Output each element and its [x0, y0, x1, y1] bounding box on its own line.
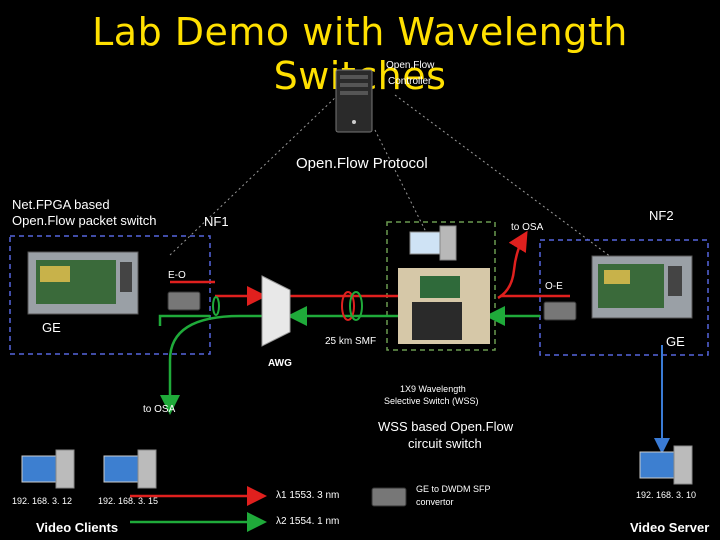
fiber-coil-icon: [341, 291, 363, 321]
lambda2-label: λ2 1554. 1 nm: [276, 516, 340, 527]
red-path: [130, 230, 570, 506]
ge-right-label: GE: [666, 334, 685, 349]
netfpga-pc-right-icon: [591, 255, 693, 319]
awg-icon: [261, 275, 291, 347]
lambda1-label: λ1 1553. 3 nm: [276, 490, 340, 501]
protocol-label: Open.Flow Protocol: [296, 155, 428, 172]
nf1-label: NF1: [204, 214, 229, 229]
sfp-legend-icon: [371, 487, 407, 507]
netfpga-label-1: Net.FPGA based: [12, 197, 110, 212]
eo-label: E-O: [168, 270, 186, 281]
ip-client-1: 192. 168. 3. 12: [12, 496, 73, 506]
ip-client-2: 192. 168. 3. 15: [98, 496, 159, 506]
to-osa-left-label: to OSA: [143, 404, 176, 415]
video-client-2-icon: [103, 449, 157, 489]
smf-label: 25 km SMF: [325, 336, 377, 347]
wss-switch-label-1: WSS based Open.Flow: [378, 419, 514, 434]
oe-label: O-E: [545, 281, 563, 292]
controller-label-1: Open.Flow: [386, 60, 435, 71]
nf2-label: NF2: [649, 208, 674, 223]
fiber-small-coil-icon: [212, 296, 220, 316]
video-clients-label: Video Clients: [36, 520, 119, 535]
sfp-label-1: GE to DWDM SFP: [416, 484, 491, 494]
video-server-label: Video Server: [630, 520, 710, 535]
wss-label-2: Selective Switch (WSS): [384, 396, 479, 406]
netfpga-pc-left-icon: [27, 251, 139, 315]
netfpga-left-box: [9, 235, 211, 355]
wss-device-icon: [398, 268, 490, 344]
netfpga-label-2: Open.Flow packet switch: [12, 213, 157, 228]
oe-converter-icon: [543, 301, 577, 321]
osa-pc-top-icon: [409, 225, 457, 261]
video-client-1-icon: [21, 449, 75, 489]
awg-label: AWG: [268, 358, 292, 369]
ip-server: 192. 168. 3. 10: [636, 490, 697, 500]
controller-server-icon: [335, 69, 373, 133]
controller-label-2: Controller: [388, 76, 432, 87]
ge-left-label: GE: [42, 320, 61, 335]
video-server-icon: [639, 445, 693, 485]
to-osa-top-label: to OSA: [511, 222, 544, 233]
wss-switch-label-2: circuit switch: [408, 436, 482, 451]
eo-converter-icon: [167, 291, 201, 311]
netfpga-right-box: [539, 239, 709, 356]
sfp-label-2: convertor: [416, 497, 454, 507]
wss-label-1: 1X9 Wavelength: [400, 384, 466, 394]
wss-box: [386, 221, 496, 351]
control-links: [169, 94, 616, 261]
